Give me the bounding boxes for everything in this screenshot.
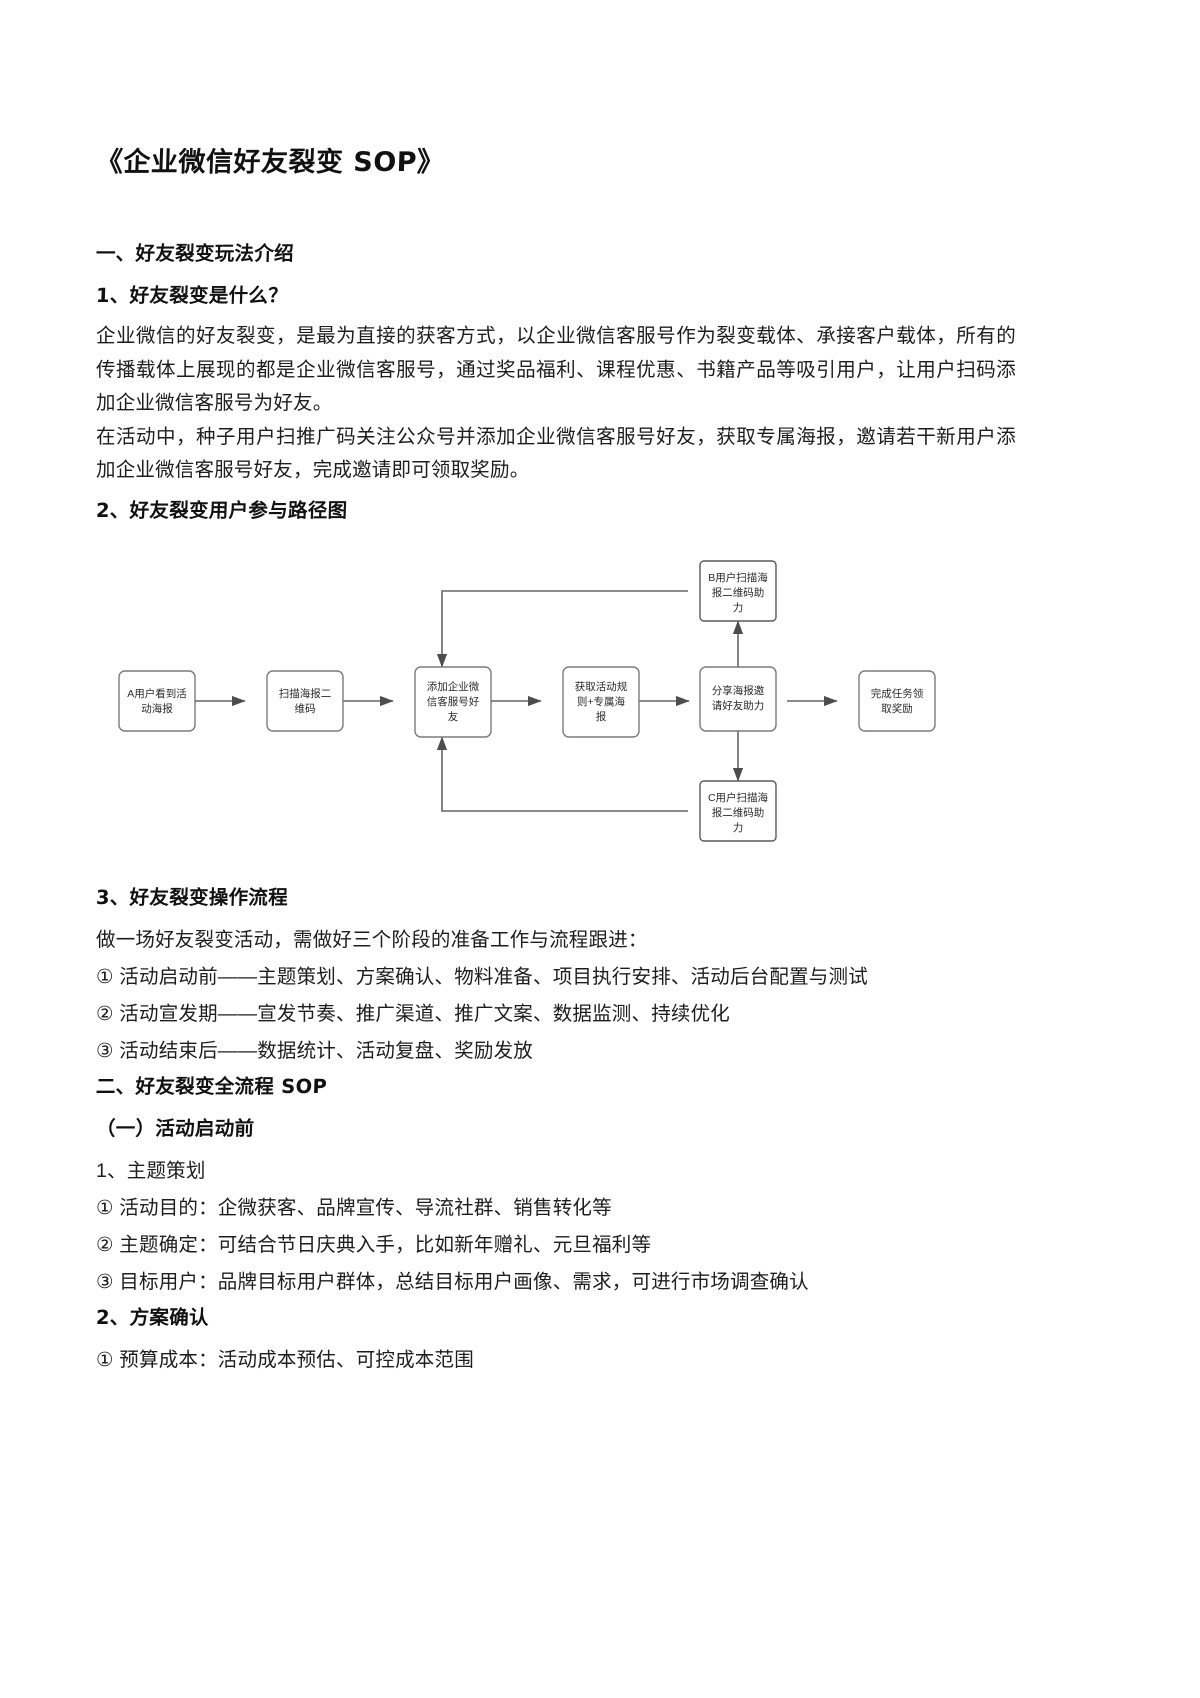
operation-flow-list: ① 活动启动前——主题策划、方案确认、物料准备、项目执行安排、活动后台配置与测试…	[96, 959, 1016, 1070]
flow-node-label: 友	[448, 710, 459, 723]
flow-node-label: C用户扫描海	[708, 791, 769, 804]
list-item: ③ 活动结束后——数据统计、活动复盘、奖励发放	[96, 1039, 533, 1062]
flow-node-label: 扫描海报二	[279, 687, 332, 700]
section-heading-1: 一、好友裂变玩法介绍	[95, 242, 295, 265]
flow-node-label: B用户扫描海	[708, 571, 768, 584]
flow-node-label: 报	[596, 710, 607, 723]
list-item: ③ 目标用户：品牌目标用户群体，总结目标用户画像、需求，可进行市场调查确认	[96, 1270, 809, 1293]
flow-node-share-poster-invite-friends: 分享海报邀 请好友助力	[699, 665, 777, 732]
topic-planning-list: ① 活动目的：企微获客、品牌宣传、导流社群、销售转化等 ② 主题确定：可结合节日…	[96, 1190, 1016, 1301]
list-item: ② 活动宣发期——宣发节奏、推广渠道、推广文案、数据监测、持续优化	[96, 1002, 730, 1025]
subsection-heading-1-2: 2、好友裂变用户参与路径图	[95, 498, 348, 522]
flow-node-label: 分享海报邀	[712, 684, 765, 697]
paragraph-group-1: 企业微信的好友裂变，是最为直接的获客方式，以企业微信客服号作为裂变载体、承接客户…	[96, 320, 1016, 488]
document-content: 《企业微信好友裂变 SOP》 一、好友裂变玩法介绍 1、好友裂变是什么？ 企业微…	[95, 140, 1016, 1379]
flow-node-label: 则+专属海	[577, 695, 626, 708]
topic-planning-heading: 1、主题策划	[96, 1159, 206, 1182]
flow-node-label: 力	[733, 821, 744, 834]
flow-node-label: 完成任务领	[871, 687, 924, 700]
subsection-heading-1-1: 1、好友裂变是什么？	[95, 284, 289, 307]
flow-node-get-rules-and-poster: 获取活动规 则+专属海 报	[562, 665, 640, 738]
section-heading-2: 二、好友裂变全流程 SOP	[95, 1074, 328, 1098]
subsection-heading-2-part1: （一）活动启动前	[95, 1116, 255, 1140]
list-item: ① 预算成本：活动成本预估、可控成本范围	[96, 1349, 474, 1372]
page-title: 《企业微信好友裂变 SOP》	[95, 147, 446, 178]
plan-confirmation-heading: 2、方案确认	[95, 1306, 210, 1330]
flow-node-label: 报二维码助	[712, 586, 765, 599]
flow-node-label: 信客服号好	[427, 695, 480, 708]
list-item: ① 活动启动前——主题策划、方案确认、物料准备、项目执行安排、活动后台配置与测试	[96, 965, 868, 988]
flow-node-label: 添加企业微	[427, 680, 480, 693]
flow-node-label: A用户看到活	[127, 687, 187, 700]
flow-node-label: 请好友助力	[712, 699, 765, 712]
flow-node-label: 动海报	[141, 702, 173, 715]
list-item: ① 活动目的：企微获客、品牌宣传、导流社群、销售转化等	[96, 1196, 612, 1219]
paragraph-2: 在活动中，种子用户扫推广码关注公众号并添加企业微信客服号好友，获取专属海报，邀请…	[96, 425, 1016, 482]
paragraph-1: 企业微信的好友裂变，是最为直接的获客方式，以企业微信客服号作为裂变载体、承接客户…	[96, 325, 1016, 415]
flow-node-a-sees-poster: A用户看到活 动海报	[118, 669, 196, 732]
plan-confirmation-list: ① 预算成本：活动成本预估、可控成本范围	[96, 1342, 1016, 1379]
list-item: ② 主题确定：可结合节日庆典入手，比如新年赠礼、元旦福利等	[96, 1233, 652, 1256]
flow-connectors	[195, 589, 838, 812]
flow-node-label: 获取活动规	[575, 680, 628, 693]
flow-node-c-user-scan-help: C用户扫描海 报二维码助 力	[699, 779, 777, 842]
flow-node-add-wecom-service-friend: 添加企业微 信客服号好 友	[414, 665, 492, 738]
flow-node-scan-poster-qr: 扫描海报二 维码	[266, 669, 344, 732]
subsection-heading-1-3: 3、好友裂变操作流程	[95, 885, 289, 909]
flow-node-complete-task-claim-reward: 完成任务领 取奖励	[858, 669, 936, 732]
flow-node-label: 力	[733, 601, 744, 614]
flow-node-label: 取奖励	[881, 702, 913, 715]
user-journey-flow-diagram: A用户看到活 动海报 扫描海报二 维码 添加企业微 信客服号好 友 获取活动规	[96, 545, 1016, 855]
section-3-intro: 做一场好友裂变活动，需做好三个阶段的准备工作与流程跟进：	[96, 928, 648, 951]
flow-node-label: 报二维码助	[712, 806, 765, 819]
flow-node-b-user-scan-help: B用户扫描海 报二维码助 力	[699, 559, 777, 622]
flow-node-label: 维码	[295, 702, 316, 715]
